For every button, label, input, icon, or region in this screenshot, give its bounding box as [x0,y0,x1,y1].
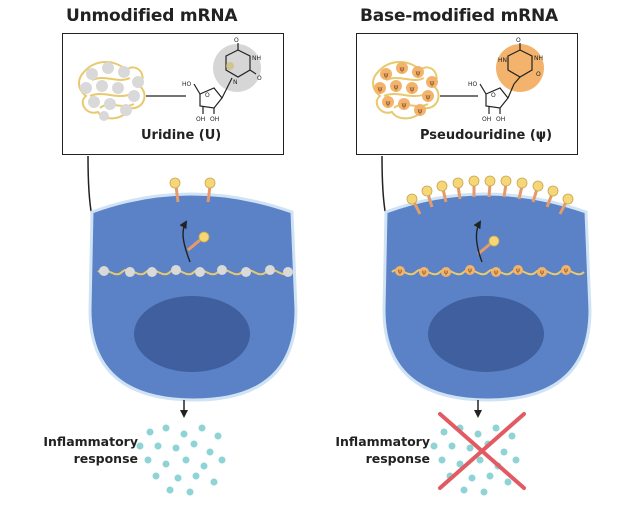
psi-glyph: ψ [383,71,389,79]
svg-text:HO: HO [182,81,192,88]
psi-glyph: ψ [444,269,449,276]
svg-text:HO: HO [468,81,478,88]
psi-glyph: ψ [494,269,499,276]
svg-text:HN: HN [498,57,507,64]
response-line-2: response [365,451,430,466]
left-receptors [169,177,216,252]
psi-glyph: ψ [399,65,405,73]
psi-glyph: ψ [415,69,421,77]
psi-glyph: ψ [393,83,399,91]
response-line-1: Inflammatory [335,434,430,449]
right-receptors [406,175,574,256]
left-inflammatory-response-label: Inflammatory response [28,433,138,467]
psi-glyph: ψ [429,79,435,87]
psi-glyph: ψ [516,267,521,274]
svg-text:O: O [516,37,521,44]
svg-text:NH: NH [534,55,543,62]
response-line-1: Inflammatory [43,434,138,449]
unmodified-mrna-title: Unmodified mRNA [66,6,238,26]
pseudouridine-inset-box [356,33,578,155]
psi-glyph: ψ [409,85,415,93]
right-nucleus [428,296,544,372]
cross-out-mark [438,412,526,490]
svg-text:O: O [536,71,541,78]
pseudouridine-mrna-tangle: ψ ψ ψ ψ ψ ψ ψ ψ ψ ψ ψ [372,61,440,120]
svg-text:N: N [233,79,238,86]
svg-text:OH: OH [210,116,219,123]
base-modified-mrna-title: Base-modified mRNA [360,6,558,26]
psi-glyph: ψ [425,93,431,101]
svg-text:NH: NH [252,55,261,62]
pseudouridine-structure: O HN NH O HO OH OH O [468,37,544,123]
psi-glyph: ψ [385,99,391,107]
psi-glyph: ψ [377,85,383,93]
left-cell [88,177,298,402]
svg-text:OH: OH [196,116,205,123]
psi-glyph: ψ [398,268,403,275]
uridine-structure: O NH O N HO OH OH O [182,37,262,123]
svg-text:O: O [205,92,210,99]
psi-glyph: ψ [564,267,569,274]
psi-glyph: ψ [540,269,545,276]
svg-text:OH: OH [482,116,491,123]
left-inflammatory-dots [136,424,226,496]
svg-text:O: O [257,75,262,82]
right-inflammatory-response-label: Inflammatory response [320,433,430,467]
right-cell: ψ ψ ψ ψ ψ ψ ψ ψ [382,175,592,402]
left-nucleus [134,296,250,372]
uridine-mrna-tangle [78,61,146,121]
response-line-2: response [73,451,138,466]
psi-glyph: ψ [422,269,427,276]
psi-glyph: ψ [468,267,473,274]
svg-text:O: O [234,37,239,44]
psi-glyph: ψ [401,101,407,109]
svg-text:O: O [491,92,496,99]
uridine-label: Uridine (U) [141,128,222,143]
psi-glyph: ψ [417,107,423,115]
svg-text:OH: OH [496,116,505,123]
pseudouridine-label: Pseudouridine (ψ) [420,128,553,143]
